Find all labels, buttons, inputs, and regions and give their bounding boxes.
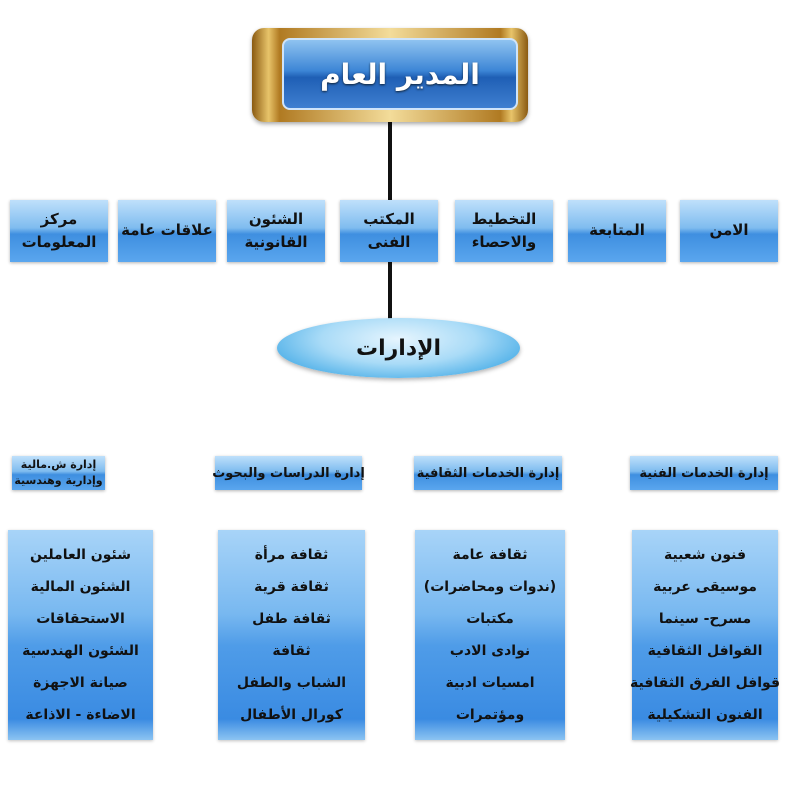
list-item: كورال الأطفال xyxy=(240,707,343,723)
list-item: شئون العاملين xyxy=(30,547,131,563)
list-item: قوافل الفرق الثقافية xyxy=(630,675,780,691)
list-item: الاستحقاقات xyxy=(36,611,125,627)
list-item: موسيقى عربية xyxy=(653,579,757,595)
list-item: ثقافة مرأة xyxy=(254,547,329,563)
list-item: (ندوات ومحاضرات) xyxy=(423,579,557,595)
list-item: مكتبات xyxy=(466,611,514,627)
dept-cultural-services[interactable]: إدارة الخدمات الثقافية xyxy=(414,456,562,490)
artistic-services-list: فنون شعبية موسيقى عربية مسرح- سينما القو… xyxy=(630,530,780,740)
dept-finance-admin-engineering[interactable]: إدارة ش.مالية وإدارية وهندسية xyxy=(12,456,105,490)
list-item: ومؤتمرات xyxy=(455,707,525,723)
list-item: مسرح- سينما xyxy=(658,611,752,627)
technical-office-box[interactable]: المكتب الفنى xyxy=(340,200,438,262)
connector-line xyxy=(388,260,392,320)
public-relations-box[interactable]: علاقات عامة xyxy=(118,200,216,262)
dept-studies-research[interactable]: إدارة الدراسات والبحوث xyxy=(212,456,365,490)
list-item: نوادى الادب xyxy=(449,643,531,659)
dept-artistic-services[interactable]: إدارة الخدمات الفنية xyxy=(630,456,778,490)
list-item: ثقافة xyxy=(272,643,311,659)
list-item: ثقافة عامة xyxy=(452,547,528,563)
list-item: ثقافة قرية xyxy=(254,579,329,595)
list-item: صيانة الاجهزة xyxy=(33,675,128,691)
list-item: القوافل الثقافية xyxy=(647,643,763,659)
planning-statistics-box[interactable]: التخطيط والاحصاء xyxy=(455,200,553,262)
connector-line xyxy=(388,120,392,202)
list-item: امسيات ادبية xyxy=(445,675,535,691)
list-item: الشئون المالية xyxy=(30,579,131,595)
list-item: الشئون الهندسية xyxy=(22,643,139,659)
follow-up-box[interactable]: المتابعة xyxy=(568,200,666,262)
legal-affairs-box[interactable]: الشئون القانونية xyxy=(227,200,325,262)
security-box[interactable]: الامن xyxy=(680,200,778,262)
finance-admin-list: شئون العاملين الشئون المالية الاستحقاقات… xyxy=(8,530,153,740)
list-item: ثقافة طفل xyxy=(252,611,331,627)
general-director-box[interactable]: المدير العام xyxy=(282,38,518,110)
departments-hub[interactable]: الإدارات xyxy=(277,318,520,378)
list-item: الاضاءة - الاذاعة xyxy=(25,707,136,723)
list-item: فنون شعبية xyxy=(663,547,747,563)
list-item: الشباب والطفل xyxy=(236,675,347,691)
info-center-box[interactable]: مركز المعلومات xyxy=(10,200,108,262)
cultural-services-list: ثقافة عامة (ندوات ومحاضرات) مكتبات نوادى… xyxy=(415,530,565,740)
studies-research-list: ثقافة مرأة ثقافة قرية ثقافة طفل ثقافة ال… xyxy=(218,530,365,740)
list-item: الفنون التشكيلية xyxy=(647,707,763,723)
